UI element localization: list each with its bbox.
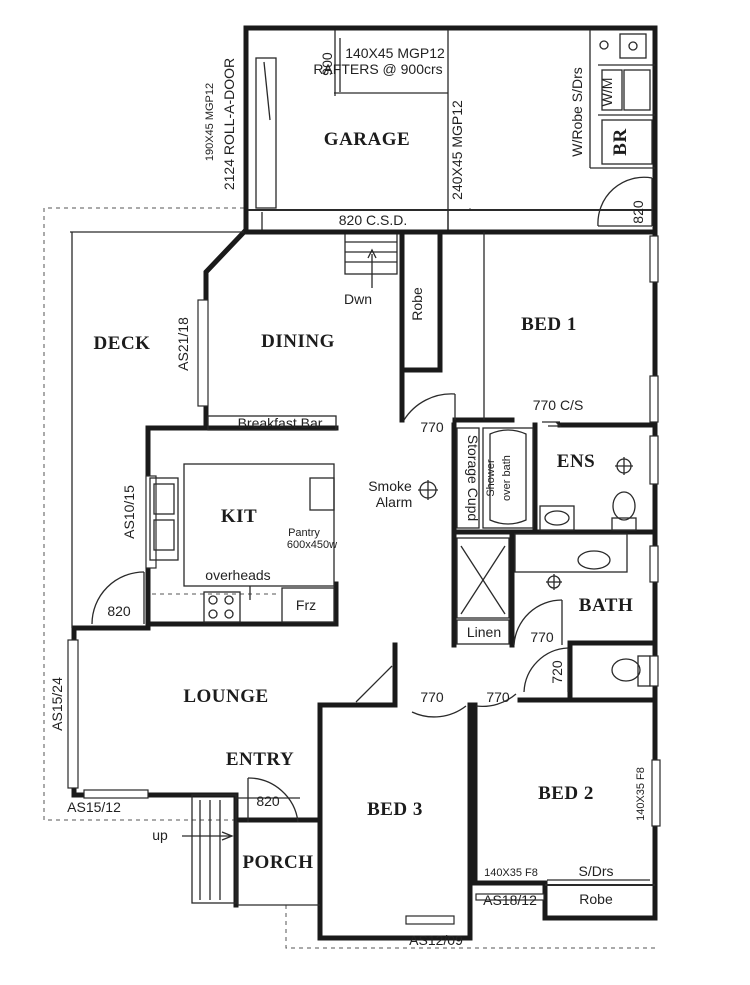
room-garage: GARAGE (324, 129, 410, 150)
entry-door-width: 820 (256, 793, 280, 809)
bed1-fixtures (403, 232, 659, 427)
overheads-label: overheads (205, 567, 270, 583)
steps-up-label: up (152, 827, 168, 843)
window-as10-15: AS10/15 (121, 485, 137, 539)
window-as15-12: AS15/12 (67, 799, 121, 815)
window-as21-18: AS21/18 (175, 317, 191, 371)
roll-a-door-label: 2124 ROLL-A-DOOR (221, 58, 237, 190)
room-bed1: BED 1 (521, 314, 577, 335)
bed2-robe-label: Robe (579, 891, 613, 907)
cavity-slider-label: 770 C/S (533, 397, 584, 413)
wrobe-label: W/Robe S/Drs (569, 67, 585, 156)
room-dining: DINING (261, 331, 335, 352)
bed2-beam-label: 140X35 F8 (635, 767, 647, 821)
room-entry: ENTRY (226, 749, 294, 770)
window-as18-12: AS18/12 (483, 892, 537, 908)
room-lounge: LOUNGE (183, 686, 268, 707)
garage-door-width: 820 (630, 200, 646, 224)
bed1-robe-label: Robe (409, 287, 425, 321)
smoke-alarm-label-2: Alarm (376, 494, 413, 510)
stairs-down-label: Dwn (344, 291, 372, 307)
room-kit: KIT (221, 506, 257, 527)
bed1-door-width: 770 (420, 419, 444, 435)
deck-door-width: 820 (107, 603, 131, 619)
lounge-entry-fixtures (67, 639, 517, 906)
smoke-alarm-icon (418, 480, 438, 500)
window-as12-09: AS12/09 (409, 932, 463, 948)
room-bed2: BED 2 (538, 783, 594, 804)
room-deck: DECK (94, 333, 151, 354)
window-as15-24: AS15/24 (49, 677, 65, 731)
robe-beam-label: 140X35 F8 (484, 867, 538, 879)
garage (243, 25, 658, 288)
shower-label-1: Shower (485, 459, 497, 497)
kitchen-fixtures (149, 415, 337, 623)
roll-a-door-beam-label: 190X45 MGP12 (204, 83, 216, 161)
garage-rafters-label-2: RAFTERS @ 900crs (313, 61, 442, 77)
bedrooms-fixtures (405, 759, 661, 925)
br-label: BR (610, 128, 631, 155)
wm-label: W/M (599, 78, 615, 107)
garage-beam-label: 240X45 MGP12 (449, 100, 465, 200)
pantry-label-1: Pantry (288, 527, 320, 539)
garage-rafters-label-1: 140X45 MGP12 (345, 45, 445, 61)
linen-label: Linen (467, 624, 501, 640)
room-ens: ENS (557, 451, 595, 472)
bath-door-width: 770 (530, 629, 554, 645)
smoke-alarm-label-1: Smoke (368, 478, 412, 494)
breakfast-bar-label: Breakfast Bar (238, 415, 323, 431)
sliding-doors-label: S/Drs (579, 863, 614, 879)
storage-cupboard-label: Storage Cupd (465, 435, 481, 521)
bath-fixtures (456, 427, 659, 693)
csd-label: 820 C.S.D. (339, 212, 407, 228)
room-bed3: BED 3 (367, 799, 423, 820)
garage-height-label: 900 (319, 52, 335, 76)
pantry-label-2: 600x450w (287, 539, 337, 551)
deck (70, 231, 244, 628)
bed3-door-width: 770 (420, 689, 444, 705)
room-porch: PORCH (242, 852, 313, 873)
wc-door-width: 720 (549, 660, 565, 684)
room-bath: BATH (579, 595, 633, 616)
bed2-door-width: 770 (486, 689, 510, 705)
freezer-label: Frz (296, 597, 316, 613)
shower-label-2: over bath (501, 455, 513, 501)
